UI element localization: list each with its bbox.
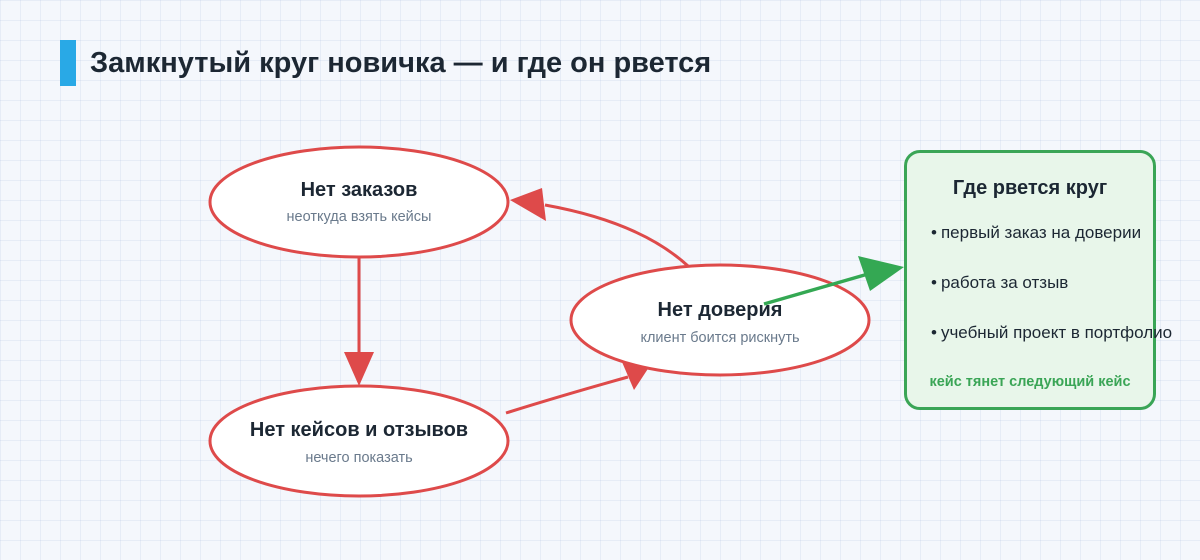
break-panel-note: кейс тянет следующий кейс [929,374,1131,390]
node-no-trust: Нет доверия клиент боится рискнуть [569,263,871,377]
title-accent-bar [60,40,76,86]
break-panel-item-text: учебный проект в портфолио [940,323,1173,342]
arrowhead-no-trust-to-break-panel [858,256,904,291]
node-no-orders-subtitle: неоткуда взять кейсы [287,209,432,225]
arrow-no-trust-to-break-panel [763,272,869,306]
arrow-no-cases-to-no-trust [505,375,629,415]
arrowhead-no-orders-to-no-cases [344,352,374,386]
bullet-icon: • [931,273,937,292]
break-panel: Где рвется круг •первый заказ на доверии… [904,150,1172,410]
break-panel-item: •первый заказ на доверии [931,223,1172,273]
break-panel-title: Где рвется круг [952,177,1108,199]
arrow-no-trust-to-no-orders [544,203,690,268]
bullet-icon: • [931,223,937,242]
node-no-orders-title: Нет заказов [301,179,418,201]
page-title: Замкнутый круг новичка — и где он рвется [90,47,712,79]
node-no-trust-subtitle: клиент боится рискнуть [640,330,799,346]
node-no-trust-title: Нет доверия [658,299,783,321]
arrowhead-no-trust-to-no-orders [510,188,546,221]
break-arrow [763,256,904,306]
break-panel-list: •первый заказ на доверии •работа за отзы… [931,223,1172,373]
break-panel-item: •учебный проект в портфолио [931,323,1172,373]
node-no-cases-subtitle: нечего показать [305,450,412,466]
node-no-cases-title: Нет кейсов и отзывов [250,419,468,441]
bullet-icon: • [931,323,937,342]
node-no-cases: Нет кейсов и отзывов нечего показать [208,384,510,498]
node-no-orders: Нет заказов неоткуда взять кейсы [208,145,510,259]
break-panel-item-text: первый заказ на доверии [940,223,1142,242]
break-panel-item-text: работа за отзыв [940,273,1069,292]
break-panel-item: •работа за отзыв [931,273,1172,323]
